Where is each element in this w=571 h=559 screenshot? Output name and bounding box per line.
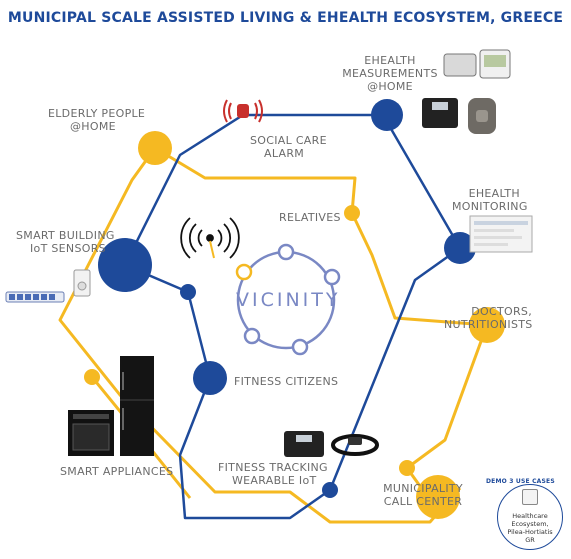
label-measurements-line3: @HOME	[367, 80, 413, 93]
node-fitness-citizens	[193, 361, 227, 395]
blue-left-path	[123, 113, 244, 266]
demo-badge-line3: Pilea-Hortiatis	[507, 528, 553, 536]
demo-badge-heading: DEMO 3 USE CASES	[486, 478, 555, 485]
refrigerator-icon	[120, 356, 154, 456]
label-smart-building: SMART BUILDING IoT SENSORS	[16, 229, 115, 255]
label-fitness-tracking-line2: WEARABLE IoT	[232, 474, 317, 487]
label-doctors-line2: NUTRITIONISTS	[444, 318, 533, 331]
vicinity-logo-ring	[235, 243, 341, 356]
vicinity-logo-text: VICINITY	[236, 289, 341, 311]
healthcare-icon	[522, 489, 538, 505]
label-relatives: RELATIVES	[279, 211, 341, 224]
demo-badge-line4: GR	[525, 536, 535, 544]
label-social-care-line2: ALARM	[264, 147, 305, 160]
pulse-oximeter-icon	[468, 98, 496, 134]
node-smart-building	[98, 238, 152, 292]
label-call-center-line1: MUNICIPALITY	[383, 482, 463, 495]
label-monitoring: EHEALTH MONITORING	[452, 187, 528, 213]
node-elderly	[138, 131, 172, 165]
label-fitness-tracking: FITNESS TRACKING WEARABLE IoT	[218, 461, 328, 487]
label-call-center: MUNICIPALITY CALL CENTER	[378, 482, 468, 508]
label-smart-building-line1: SMART BUILDING	[16, 229, 115, 242]
label-call-center-line2: CALL CENTER	[383, 495, 463, 508]
label-smart-building-line2: IoT SENSORS	[30, 242, 106, 255]
wireless-icon	[180, 217, 240, 259]
wearable-band-icon	[331, 434, 379, 456]
yellow-doctors-path	[350, 212, 488, 327]
label-relatives-line1: RELATIVES	[279, 211, 341, 224]
label-social-care-line1: SOCIAL CARE	[250, 134, 327, 147]
blue-bottom-path	[178, 377, 331, 520]
page-title: MUNICIPAL SCALE ASSISTED LIVING & EHEALT…	[7, 10, 564, 26]
label-fitness-citizens: FITNESS CITIZENS	[234, 375, 338, 388]
label-social-care: SOCIAL CARE ALARM	[250, 134, 327, 160]
demo-badge-text: Healthcare Ecosystem, Pilea-Hortiatis GR	[499, 512, 561, 544]
node-measurements	[371, 99, 403, 131]
blue-right-path	[328, 246, 461, 491]
demo-badge-line2: Ecosystem,	[511, 520, 549, 528]
body-scale-icon	[422, 98, 458, 128]
yellow-relatives-path	[154, 146, 357, 214]
label-measurements-line2: MEASUREMENTS	[342, 67, 438, 80]
blood-pressure-monitor-icon	[443, 49, 511, 79]
label-measurements: EHEALTH MEASUREMENTS @HOME	[340, 54, 440, 93]
motion-sensor-icon	[73, 269, 91, 297]
label-monitoring-line1: EHEALTH	[468, 187, 520, 200]
node-monitoring	[444, 232, 476, 264]
node-small-left	[180, 284, 196, 300]
label-elderly-line1: ELDERLY PEOPLE	[48, 107, 146, 120]
node-relatives	[344, 205, 360, 221]
blue-network-lines	[123, 113, 462, 520]
oven-icon	[68, 410, 114, 456]
alarm-icon	[223, 99, 263, 123]
yellow-callcenter-path	[405, 324, 489, 501]
label-elderly-line2: @HOME	[70, 120, 116, 133]
label-fitness-tracking-line1: FITNESS TRACKING	[218, 461, 328, 474]
label-doctors-line1: DOCTORS,	[471, 305, 532, 318]
monitoring-screen-icon	[469, 215, 533, 253]
node-wearable	[322, 482, 338, 498]
label-elderly: ELDERLY PEOPLE @HOME	[48, 107, 145, 133]
label-fitness-citizens-line1: FITNESS CITIZENS	[234, 375, 339, 388]
node-callcenter-small	[399, 460, 415, 476]
label-smart-appliances: SMART APPLIANCES	[60, 465, 173, 478]
yellow-outer-path	[58, 147, 462, 524]
label-doctors: DOCTORS, NUTRITIONISTS	[444, 305, 532, 331]
fitness-scale-icon	[284, 431, 324, 457]
label-measurements-line1: EHEALTH	[364, 54, 416, 67]
node-doctors	[469, 307, 505, 343]
label-smart-appliances-line1: SMART APPLIANCES	[60, 465, 174, 478]
node-callcenter	[416, 475, 460, 519]
node-appliances	[84, 369, 100, 385]
label-monitoring-line2: MONITORING	[452, 200, 528, 213]
demo-badge-line1: Healthcare	[512, 512, 548, 520]
pill-box-icon	[5, 291, 65, 303]
